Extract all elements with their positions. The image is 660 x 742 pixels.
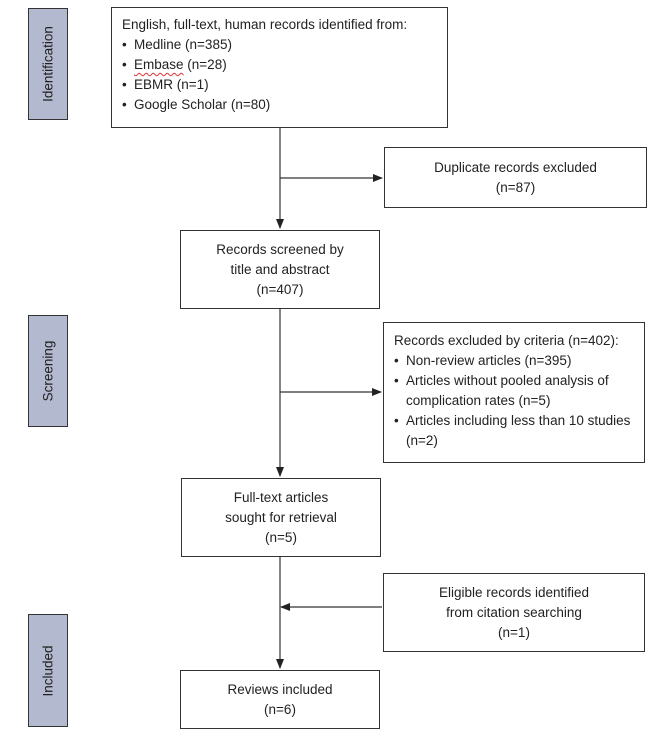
exclusion-reason: Non-review articles (n=395) bbox=[394, 351, 634, 371]
source-name: Google Scholar bbox=[134, 97, 228, 112]
stage-label-identification: Identification bbox=[28, 8, 68, 120]
fulltext-count: (n=5) bbox=[265, 529, 297, 545]
duplicates-box: Duplicate records excluded (n=87) bbox=[384, 147, 647, 208]
exclusion-reason: Articles without pooled analysis of comp… bbox=[394, 371, 634, 411]
stage-label-included: Included bbox=[28, 614, 68, 727]
source-count: (n=28) bbox=[187, 57, 227, 72]
excluded-heading: Records excluded by criteria (n=402): bbox=[394, 333, 619, 348]
exclusion-reasons: Non-review articles (n=395) Articles wit… bbox=[394, 351, 634, 451]
screened-count: (n=407) bbox=[256, 281, 304, 297]
citation-label-2: from citation searching bbox=[446, 604, 582, 620]
screened-box: Records screened by title and abstract (… bbox=[180, 230, 380, 309]
duplicates-count: (n=87) bbox=[495, 179, 536, 195]
stage-label-screening: Screening bbox=[28, 315, 68, 427]
source-count: (n=1) bbox=[176, 77, 209, 92]
source-item-medline: Medline (n=385) bbox=[122, 35, 437, 55]
included-box: Reviews included (n=6) bbox=[180, 670, 380, 729]
citation-label-1: Eligible records identified bbox=[438, 584, 590, 600]
duplicates-label: Duplicate records excluded bbox=[434, 159, 597, 175]
source-name: Embase bbox=[134, 57, 184, 72]
fulltext-label-2: sought for retrieval bbox=[225, 509, 337, 525]
excluded-box: Records excluded by criteria (n=402): No… bbox=[383, 322, 645, 463]
fulltext-box: Full-text articles sought for retrieval … bbox=[181, 478, 381, 557]
citation-count: (n=1) bbox=[498, 624, 530, 640]
source-list: Medline (n=385) Embase (n=28) EBMR (n=1)… bbox=[122, 35, 437, 115]
fulltext-label-1: Full-text articles bbox=[233, 489, 329, 505]
included-label: Reviews included bbox=[227, 681, 333, 697]
stage-label-identification-text: Identification bbox=[40, 26, 56, 102]
source-item-ebmr: EBMR (n=1) bbox=[122, 75, 437, 95]
identification-box: English, full-text, human records identi… bbox=[111, 7, 448, 128]
stage-label-screening-text: Screening bbox=[40, 340, 56, 402]
source-item-embase: Embase (n=28) bbox=[122, 55, 437, 75]
stage-label-included-text: Included bbox=[40, 644, 56, 697]
identification-heading: English, full-text, human records identi… bbox=[122, 17, 408, 32]
source-count: (n=80) bbox=[230, 97, 271, 112]
source-name: EBMR bbox=[134, 77, 174, 92]
exclusion-reason: Articles including less than 10 studies … bbox=[394, 411, 634, 451]
screened-label-1: Records screened by bbox=[216, 241, 344, 257]
source-item-google-scholar: Google Scholar (n=80) bbox=[122, 95, 437, 115]
screened-label-2: title and abstract bbox=[230, 261, 330, 277]
source-count: (n=385) bbox=[185, 37, 232, 52]
source-name: Medline bbox=[134, 37, 182, 52]
included-count: (n=6) bbox=[264, 701, 296, 717]
citation-box: Eligible records identified from citatio… bbox=[383, 573, 645, 652]
